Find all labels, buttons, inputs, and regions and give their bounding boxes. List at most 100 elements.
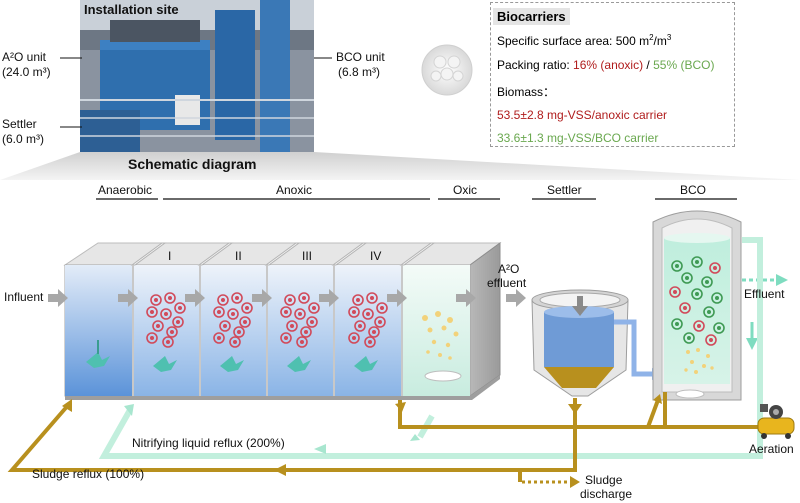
- carrier-icon: [162, 336, 174, 348]
- compartment-iii: III: [302, 249, 313, 263]
- carrier-icon: [368, 326, 380, 338]
- carrier-icon: [164, 292, 176, 304]
- carrier-icon: [233, 326, 245, 338]
- carrier-icon: [296, 336, 308, 348]
- carrier-icon: [286, 320, 298, 332]
- sludge-discharge-label-1: Sludge: [585, 473, 623, 487]
- oxic-label: Oxic: [453, 183, 477, 197]
- carrier-icon: [300, 326, 312, 338]
- settler-photo-volume: (6.0 m³): [2, 132, 44, 146]
- settler-photo-label: Settler: [2, 117, 37, 131]
- carrier-icon: [280, 306, 292, 318]
- carrier-icon: [308, 302, 320, 314]
- compartment-ii: II: [235, 249, 242, 263]
- carrier-icon: [362, 308, 374, 320]
- schematic-title: Schematic diagram: [128, 156, 257, 172]
- effluent-label: Effluent: [744, 287, 785, 301]
- carrier-icon: [213, 332, 225, 344]
- nitrifying-reflux-label: Nitrifying liquid reflux (200%): [132, 436, 285, 450]
- carrier-icon: [284, 294, 296, 306]
- carrier-icon: [671, 260, 683, 272]
- perspective-fan: [0, 152, 800, 180]
- carrier-icon: [705, 334, 717, 346]
- carrier-icon: [366, 292, 378, 304]
- bco-unit-label: BCO unit: [336, 50, 385, 64]
- internal-flow-arrows: [48, 289, 526, 307]
- a2o-effluent-label-1: A²O: [498, 262, 520, 276]
- carrier-icon: [683, 332, 695, 344]
- carrier-icon: [280, 332, 292, 344]
- carrier-icon: [166, 326, 178, 338]
- influent-label: Influent: [4, 290, 44, 304]
- carrier-icon: [691, 288, 703, 300]
- oxic-aeration: [422, 311, 462, 382]
- carrier-icon: [229, 336, 241, 348]
- carrier-icon: [160, 308, 172, 320]
- air-compressor-icon: [757, 404, 795, 439]
- carrier-icon: [146, 306, 158, 318]
- anaerobic-label: Anaerobic: [98, 183, 153, 197]
- carrier-icon: [150, 294, 162, 306]
- carrier-icon: [152, 320, 164, 332]
- a2o-effluent-label-2: effluent: [487, 276, 527, 290]
- bco-carriers: [669, 256, 725, 346]
- carrier-icon: [711, 292, 723, 304]
- carrier-icon: [239, 316, 251, 328]
- carrier-icon: [298, 292, 310, 304]
- carrier-icon: [172, 316, 184, 328]
- carrier-icon: [701, 276, 713, 288]
- carrier-icon: [241, 302, 253, 314]
- settler-tank: [531, 289, 629, 397]
- settler-label: Settler: [547, 183, 582, 197]
- bco-unit-volume: (6.8 m³): [338, 65, 380, 79]
- carrier-icon: [213, 306, 225, 318]
- carrier-icon: [709, 262, 721, 274]
- carrier-icon: [174, 302, 186, 314]
- carrier-icon: [354, 320, 366, 332]
- compartment-i: I: [168, 249, 172, 263]
- carrier-icon: [374, 316, 386, 328]
- settler-to-bco-pipe: [614, 319, 652, 377]
- packing-ratio: Packing ratio: 16% (anoxic) / 55% (BCO): [497, 58, 715, 72]
- carrier-icon: [352, 294, 364, 306]
- biomass-label: Biomass：: [497, 85, 556, 99]
- photo-title: Installation site: [84, 2, 179, 17]
- carrier-icon: [227, 308, 239, 320]
- bco-label: BCO: [680, 183, 707, 197]
- carrier-icon: [306, 316, 318, 328]
- installation-site-photo: [80, 0, 314, 152]
- bco-bubbles: [684, 348, 714, 374]
- aeration-label: Aeration: [749, 442, 794, 456]
- a2o-unit-label: A²O unit: [2, 50, 47, 64]
- carrier-icon: [294, 308, 306, 320]
- biocarrier-photo: [421, 44, 473, 96]
- carrier-icon: [713, 322, 725, 334]
- sludge-discharge-label-2: discharge: [580, 487, 633, 501]
- carrier-icon: [348, 306, 360, 318]
- carrier-icon: [693, 320, 705, 332]
- carrier-icon: [231, 292, 243, 304]
- biomass-bco: 33.6±1.3 mg-VSS/BCO carrier: [497, 131, 659, 145]
- sludge-reflux-label: Sludge reflux (100%): [32, 467, 145, 481]
- anoxic-carriers: [146, 292, 388, 348]
- carrier-icon: [219, 320, 231, 332]
- carrier-icon: [376, 302, 388, 314]
- compartment-iv: IV: [370, 249, 382, 263]
- carrier-icon: [146, 332, 158, 344]
- carrier-icon: [703, 306, 715, 318]
- a2o-unit-volume: (24.0 m³): [2, 65, 51, 79]
- biomass-anoxic: 53.5±2.8 mg-VSS/anoxic carrier: [497, 108, 667, 122]
- biocarriers-title: Biocarriers: [493, 8, 570, 25]
- anoxic-label: Anoxic: [276, 183, 313, 197]
- carrier-icon: [679, 302, 691, 314]
- carrier-icon: [669, 286, 681, 298]
- carrier-icon: [681, 272, 693, 284]
- specific-surface-area: Specific surface area: 500 m2/m3: [497, 33, 672, 48]
- carrier-icon: [348, 332, 360, 344]
- carrier-icon: [671, 318, 683, 330]
- carrier-icon: [364, 336, 376, 348]
- mixer-icons: [86, 340, 378, 372]
- carrier-icon: [217, 294, 229, 306]
- biocarriers-box: Biocarriers Specific surface area: 500 m…: [490, 2, 735, 147]
